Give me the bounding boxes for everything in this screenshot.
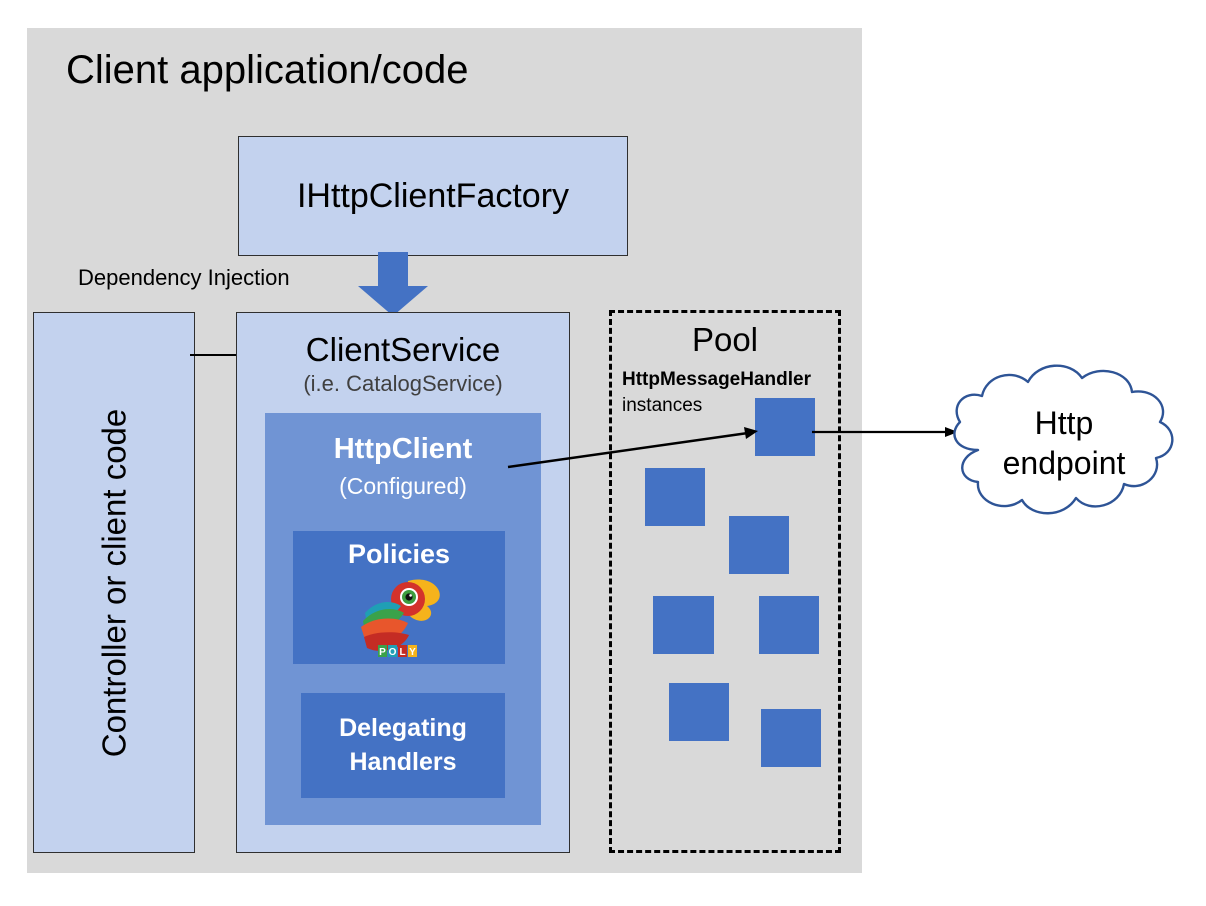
pool-square-6: [669, 683, 729, 741]
pool-square-active: [755, 398, 815, 456]
httpclient-title: HttpClient: [333, 433, 473, 465]
client-application-title: Client application/code: [66, 48, 469, 92]
dependency-injection-arrow-icon: [358, 252, 428, 316]
pool-square-3: [729, 516, 789, 574]
delegating-handlers-line2: Handlers: [349, 747, 457, 776]
polly-parrot-logo-icon: P O L Y: [361, 579, 440, 658]
controller-or-client-code-box: Controller or client code: [33, 312, 195, 853]
policies-title: Policies: [347, 539, 451, 569]
ihttpclientfactory-label: IHttpClientFactory: [296, 176, 570, 215]
delegating-handlers-line1: Delegating: [339, 713, 467, 742]
svg-text:O: O: [389, 647, 397, 658]
http-endpoint-cloud-icon: [953, 364, 1174, 515]
clientservice-subtitle: (i.e. CatalogService): [303, 371, 503, 396]
httpclient-to-pool-arrow-icon: [507, 427, 758, 469]
pool-square-4: [653, 596, 714, 654]
pool-title: Pool: [691, 321, 759, 358]
pool-box: Pool HttpMessageHandler instances: [609, 310, 841, 853]
pool-square-5: [759, 596, 819, 654]
ihttpclientfactory-box: IHttpClientFactory: [238, 136, 628, 256]
pool-handler-name-label: HttpMessageHandler: [622, 369, 811, 390]
svg-text:P: P: [379, 647, 386, 658]
policies-box: Policies P O L Y: [293, 531, 505, 664]
svg-text:L: L: [399, 647, 405, 658]
svg-text:Y: Y: [409, 647, 416, 658]
httpclient-subtitle: (Configured): [339, 473, 467, 499]
pool-instances-label: instances: [622, 395, 703, 416]
pool-to-endpoint-arrow-icon: [812, 427, 958, 437]
pool-square-7: [761, 709, 821, 767]
dependency-injection-label: Dependency Injection: [78, 265, 290, 290]
delegating-handlers-box: Delegating Handlers: [301, 693, 505, 798]
clientservice-title: ClientService: [305, 331, 501, 368]
controller-or-client-code-label: Controller or client code: [95, 408, 132, 757]
pool-square-2: [645, 468, 705, 526]
